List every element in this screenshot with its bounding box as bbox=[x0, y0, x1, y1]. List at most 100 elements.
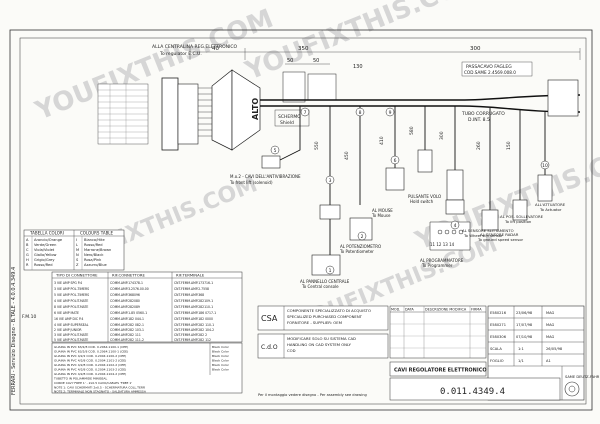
harness-boot bbox=[211, 69, 233, 151]
harness-branches bbox=[279, 106, 546, 260]
dimension-300: 300 bbox=[470, 46, 481, 52]
colour-code: I bbox=[76, 238, 77, 242]
cable-row: GUAINA IN PVC 4/2/2 COD. 0.2004.1100-2 (… bbox=[54, 354, 126, 358]
cable-table bbox=[51, 342, 243, 394]
colour-name: Marrone/Brown bbox=[84, 248, 111, 252]
passacavo-code: COD.SAME 2.4569.008.0 bbox=[464, 70, 516, 75]
cable-row: GUAINA IN PVC 63/2/8 COD. 0.2064.1100-1 … bbox=[54, 345, 128, 349]
colour-code: Z bbox=[76, 263, 79, 267]
ecu-connection-label-en: To regulator E.C.U. bbox=[159, 51, 202, 57]
connector-type: 4 VIE AMP POLIT.MATE bbox=[54, 299, 88, 303]
dimension-50a: 50 bbox=[287, 58, 293, 64]
cable-row: GUAINA IN PVC 4/2/8 COD. 0.2004.1104-2 (… bbox=[54, 372, 126, 376]
colour-name: Viola/Violet bbox=[34, 248, 55, 252]
potentiometer-label: AL POTENZIOMETRO bbox=[340, 244, 381, 249]
colour-name: Arancio/Orange bbox=[34, 238, 63, 242]
cable-row: GUAINA IN PVC 4/2/8 COD. 0.2004.1101-2 (… bbox=[54, 359, 126, 363]
revision-code: E580271 bbox=[490, 323, 506, 327]
connector-type: 3 VIE AMP POLIT.MATE bbox=[54, 333, 88, 337]
connector-ref: COMM.AMP.282 111 bbox=[110, 333, 141, 337]
ecu-connection-label: ALLA CENTRALINA REG.ELETTRONICO bbox=[152, 44, 238, 50]
connector-table-header: RIF.TERMINALE bbox=[176, 273, 205, 278]
colour-name: Rosa/Pink bbox=[84, 258, 102, 262]
connector-type: 16 VIE AMP DIC P.4 bbox=[54, 317, 83, 321]
csa-line: SPECIALIZED PURCHASED COMPONENT bbox=[287, 314, 363, 319]
branch-connectors bbox=[261, 149, 553, 276]
cable-color: Black Color bbox=[212, 350, 230, 354]
terminal-ref: CNT.FEMM.AMP.173716-1 bbox=[174, 281, 213, 285]
cable-row: CORDE CAVI 'FREE 1' - 2x0.5 CAVO/CABLES … bbox=[54, 381, 132, 385]
schermo-label-en: Shield bbox=[280, 120, 294, 126]
alto-label: ALTO bbox=[251, 98, 260, 120]
colour-name: Nero/Black bbox=[84, 253, 104, 257]
connector-table-header: RIF.CONNETTORE bbox=[112, 273, 145, 278]
connector-ref: COMM.AMP.282080 bbox=[110, 299, 140, 303]
dimension-50b: 50 bbox=[313, 58, 319, 64]
tubo-dim: D.INT. 8.5 bbox=[468, 117, 490, 123]
mouse-label: AL MOUSE bbox=[372, 208, 393, 213]
cdo-block bbox=[257, 333, 389, 359]
connector-ref: COMM.AMP.282 111-2 bbox=[110, 338, 144, 342]
connector-type: 5 VIE AMP POLIT.MATE bbox=[54, 338, 88, 342]
reference-mark: 2 bbox=[361, 234, 364, 240]
wheel-slip-label-en: To Wheel slip sensor bbox=[463, 233, 503, 238]
programmer-pins: 11 12 13 14 bbox=[430, 242, 455, 247]
terminal-ref: CNT.FEMM.AMP.282110-1 bbox=[174, 305, 213, 309]
actuator-label-en: To Actuator bbox=[539, 207, 562, 212]
colour-code: M bbox=[76, 248, 79, 252]
terminal-ref: CNT.FEMM.AMP.2.7558 bbox=[174, 287, 209, 291]
cdo-line: MODIFICARE SOLO SU SISTEMA CAD bbox=[287, 336, 356, 341]
dimension-410: 410 bbox=[379, 136, 385, 145]
wheel-slip-label: AL SENSORE SLITTAMENTO bbox=[462, 228, 514, 233]
connector-table bbox=[51, 271, 243, 343]
cable-row: GUAINA IN PVC 4/2/8 COD. 0.2004.1103-2 (… bbox=[54, 368, 126, 372]
edge-strip: FERRARI - Servizio Disegno - B.TALE - 4.… bbox=[11, 267, 17, 395]
cable-row: TUBETTO IN POLIAMMIDE MINISEAL bbox=[53, 377, 107, 381]
programmer-label: AL PROGRAMMATORE bbox=[420, 258, 464, 263]
colour-code: R bbox=[26, 263, 29, 267]
format: A1 bbox=[546, 359, 551, 363]
connector-type: 8 VIE AMP POLIT.MATE bbox=[54, 305, 88, 309]
colour-code: C bbox=[26, 248, 29, 252]
drawing-frame bbox=[9, 29, 593, 411]
connector-ref: COMM.AMP.282089 bbox=[110, 305, 140, 309]
cable-color: Black Color bbox=[212, 345, 230, 349]
cable-row: NOTE 2: TERMINALE NON STAGNATO - SALDATU… bbox=[54, 390, 147, 394]
cable-color: Black Color bbox=[212, 359, 230, 363]
central-console-label-en: To Central console bbox=[301, 284, 339, 289]
colour-name: Azzurro/Blue bbox=[84, 263, 107, 267]
colour-code: L bbox=[76, 243, 78, 247]
schermo-frame bbox=[274, 109, 310, 127]
title-strip bbox=[389, 361, 487, 377]
hold-switch-label-en: Hold switch bbox=[410, 199, 434, 204]
colour-name: Verde/Green bbox=[34, 243, 56, 247]
mouse-label-en: To Mouse bbox=[371, 213, 391, 218]
revision-header: MOD. bbox=[391, 308, 400, 312]
reference-mark: 3 bbox=[329, 178, 332, 184]
colour-table-title-en: COLOURS TABLE bbox=[80, 231, 114, 236]
drawing-number: 0.011.4349.4 bbox=[440, 387, 505, 397]
revision-header: FIRMA bbox=[471, 308, 482, 312]
dimension-150: 150 bbox=[506, 141, 512, 150]
reference-mark: 4 bbox=[454, 223, 457, 229]
csa-mark: CSA bbox=[261, 314, 278, 323]
schermo-label: SCHERMO bbox=[278, 114, 301, 120]
cable-color: Black Color bbox=[212, 368, 230, 372]
bottom-note: Per il montaggio vedere disegno - Per as… bbox=[258, 393, 367, 397]
lift-position-label: AL POS. SOLLEVATORE bbox=[500, 214, 544, 219]
revision-signature: MAG bbox=[546, 311, 554, 315]
central-console-label: AL PANNELLO CENTRALE bbox=[300, 279, 350, 284]
connector-table-rows: 3 VIE AMP SPG P.4 COMM.AMP.174378-1 CNT.… bbox=[54, 281, 216, 342]
revision-signature: MAG bbox=[546, 323, 554, 327]
csa-block bbox=[257, 305, 389, 331]
connector-type: 4 VIE AMP SUPERSEAL bbox=[54, 323, 89, 327]
revision-block bbox=[389, 305, 487, 359]
scale-value: 1:1 bbox=[518, 347, 524, 351]
hold-switch-label: PULSANTE VOLO bbox=[408, 194, 441, 199]
colour-code: H bbox=[26, 258, 29, 262]
passacavo-label: PASSACAVO FAGLEG bbox=[466, 64, 512, 70]
top-dimension-lines bbox=[189, 48, 581, 65]
connector-type: 2 VIE AMP JUNIOR bbox=[54, 328, 82, 332]
potentiometer-label-en: To Potentiometer bbox=[339, 249, 374, 254]
